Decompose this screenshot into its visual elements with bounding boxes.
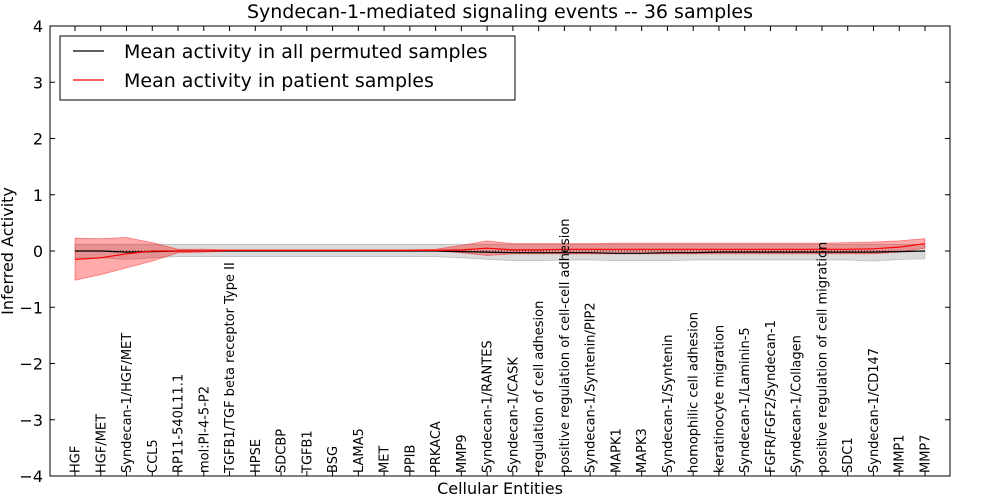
y-axis: −4 −3 −2 −1 0 1 2 3 4 [19, 17, 950, 486]
x-tick-label: Syndecan-1/CD147 [867, 348, 882, 473]
x-axis-label: Cellular Entities [437, 479, 563, 498]
y-tick-label: −3 [19, 411, 43, 430]
x-tick-label: RP11-540L11.1 [172, 374, 187, 473]
x-tick-label: MMP1 [893, 434, 908, 473]
x-tick-label: Syndecan-1/RANTES [481, 340, 496, 473]
x-tick-label: HPSE [249, 439, 264, 473]
x-tick-label: regulation of cell adhesion [532, 301, 547, 473]
line-series-1 [74, 243, 926, 260]
x-tick-label: keratinocyte migration [712, 325, 727, 473]
x-tick-label: SDCBP [275, 429, 290, 473]
x-tick-label: Syndecan-1/HGF/MET [120, 333, 135, 473]
legend-label-permuted: Mean activity in all permuted samples [124, 41, 487, 63]
x-tick-label: SDC1 [841, 437, 856, 473]
x-tick-label: MAPK3 [635, 428, 650, 473]
x-tick-label: MMP9 [455, 434, 470, 473]
x-tick-label: FGFR/FGF2/Syndecan-1 [764, 320, 779, 473]
x-tick-label: PPIB [403, 445, 418, 473]
x-tick-label: MET [378, 446, 393, 473]
x-tick-label: LAMA5 [352, 428, 367, 473]
x-tick-label: Syndecan-1/CASK [506, 357, 521, 473]
x-tick-label: positive regulation of cell migration [816, 242, 831, 473]
x-tick-label: CCL5 [146, 439, 161, 473]
x-axis: HGF HGF/MET Syndecan-1/HGF/MET CCL5 RP11-540… [69, 26, 934, 476]
y-tick-label: 3 [33, 73, 43, 92]
y-tick-label: 0 [33, 242, 43, 261]
x-tick-label: TGFB1 [300, 430, 315, 474]
x-tick-label: positive regulation of cell-cell adhesio… [558, 218, 573, 473]
y-tick-label: −1 [19, 298, 43, 317]
x-tick-label: Syndecan-1/Laminin-5 [738, 327, 753, 473]
x-tick-label: TGFB1/TGF beta receptor Type II [223, 262, 238, 474]
y-tick-label: −2 [19, 355, 43, 374]
chart-title: Syndecan-1-mediated signaling events -- … [247, 1, 753, 23]
legend-label-patient: Mean activity in patient samples [124, 70, 434, 92]
x-tick-label: Syndecan-1/Collagen [790, 335, 805, 473]
x-tick-label: mol:PI-4-5-P2 [197, 386, 212, 473]
x-tick-label: PRKACA [429, 421, 444, 473]
y-tick-label: 2 [33, 130, 43, 149]
x-tick-label: Syndecan-1/Syntenin/PIP2 [584, 302, 599, 473]
x-tick-label: HGF [69, 446, 84, 473]
y-tick-label: 1 [33, 186, 43, 205]
y-tick-label: −4 [19, 467, 43, 486]
x-tick-label: homophilic cell adhesion [687, 312, 702, 473]
legend: Mean activity in all permuted samples Me… [59, 35, 516, 101]
y-axis-label: Inferred Activity [0, 187, 17, 315]
plot-area [74, 237, 926, 281]
legend-box [59, 35, 516, 101]
x-tick-label: Syndecan-1/Syntenin [661, 335, 676, 474]
x-tick-label: MMP7 [919, 434, 934, 473]
x-tick-label: MAPK1 [609, 428, 624, 473]
x-tick-label: HGF/MET [94, 414, 109, 473]
y-tick-label: 4 [33, 17, 43, 36]
x-tick-label: BSG [326, 446, 341, 473]
